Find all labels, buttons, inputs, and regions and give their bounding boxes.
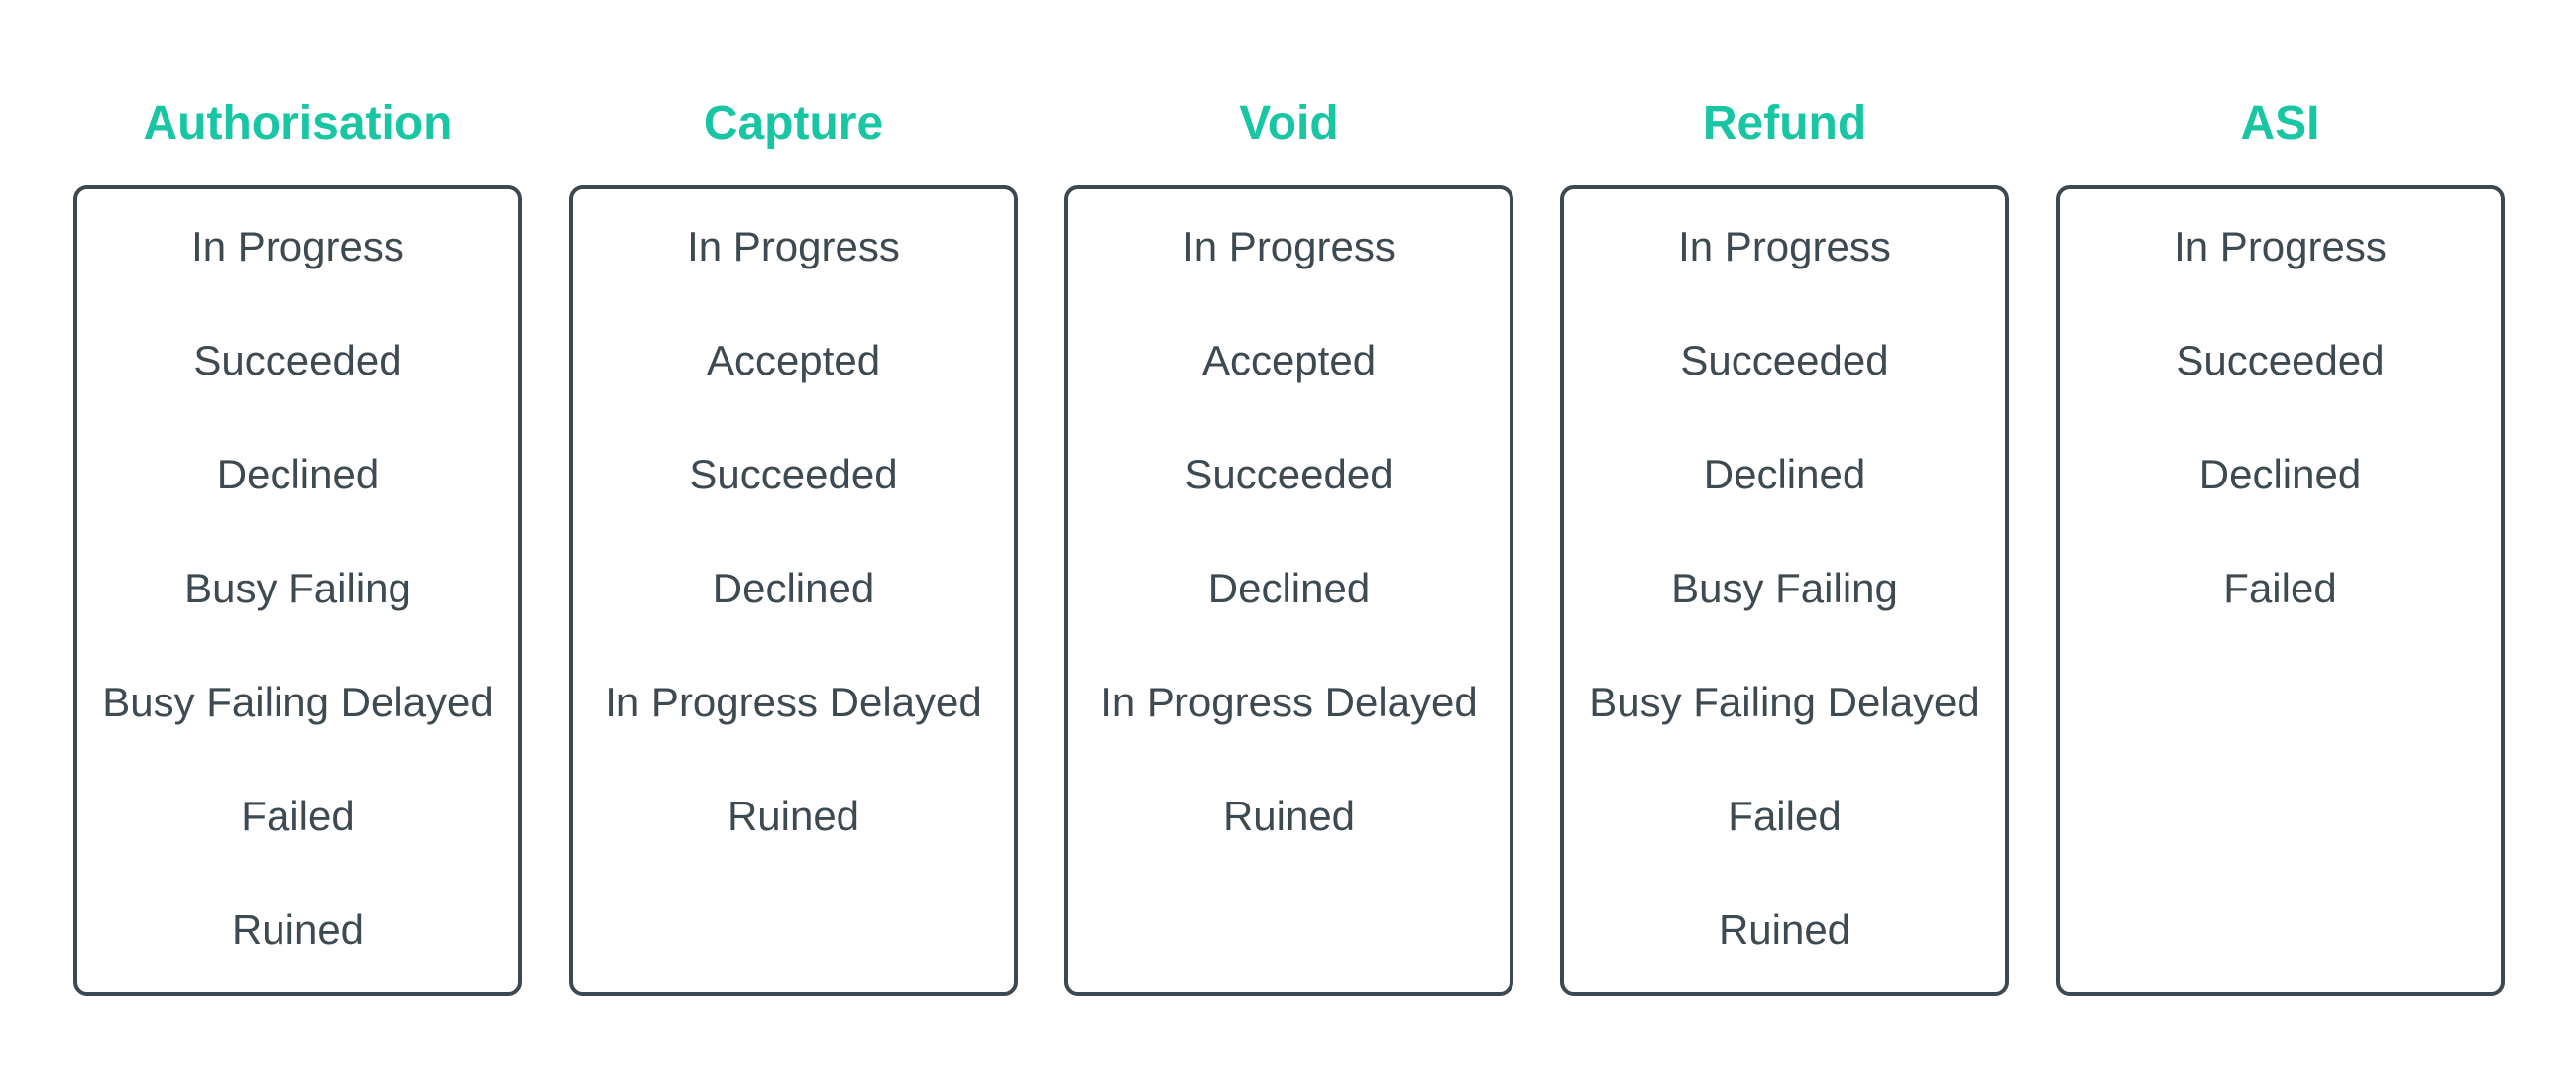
status-item: Failed	[1728, 792, 1842, 839]
column-capture: Capture In Progress Accepted Succeeded D…	[569, 0, 1018, 996]
status-item: Succeeded	[2176, 336, 2385, 383]
status-item: Succeeded	[1184, 450, 1394, 497]
status-box-capture: In Progress Accepted Succeeded Declined …	[569, 185, 1018, 996]
status-item: Ruined	[1718, 906, 1851, 953]
column-void: Void In Progress Accepted Succeeded Decl…	[1064, 0, 1513, 996]
status-item: In Progress Delayed	[1100, 678, 1478, 725]
status-item: Failed	[2223, 564, 2337, 611]
status-item: Busy Failing	[184, 564, 411, 611]
status-item: In Progress	[687, 222, 900, 269]
status-item: Ruined	[1222, 792, 1356, 839]
status-columns: Authorisation In Progress Succeeded Decl…	[73, 0, 2505, 996]
status-item: In Progress	[191, 222, 404, 269]
column-title-void: Void	[1239, 97, 1339, 150]
status-item: Accepted	[706, 336, 881, 383]
status-item: Succeeded	[689, 450, 898, 497]
status-item: In Progress Delayed	[605, 678, 982, 725]
column-asi: ASI In Progress Succeeded Declined Faile…	[2056, 0, 2505, 996]
status-box-void: In Progress Accepted Succeeded Declined …	[1064, 185, 1513, 996]
column-refund: Refund In Progress Succeeded Declined Bu…	[1560, 0, 2009, 996]
status-item: Ruined	[727, 792, 860, 839]
column-title-authorisation: Authorisation	[143, 97, 453, 150]
status-item: Failed	[241, 792, 355, 839]
status-item: In Progress	[1678, 222, 1891, 269]
status-item: Declined	[1207, 564, 1371, 611]
column-title-capture: Capture	[703, 97, 884, 150]
column-authorisation: Authorisation In Progress Succeeded Decl…	[73, 0, 522, 996]
status-item: Busy Failing Delayed	[102, 678, 494, 725]
column-title-refund: Refund	[1702, 97, 1867, 150]
status-item: Declined	[1703, 450, 1866, 497]
status-item: Declined	[2198, 450, 2362, 497]
status-box-refund: In Progress Succeeded Declined Busy Fail…	[1560, 185, 2009, 996]
status-item: In Progress	[1182, 222, 1396, 269]
status-box-asi: In Progress Succeeded Declined Failed	[2056, 185, 2505, 996]
status-box-authorisation: In Progress Succeeded Declined Busy Fail…	[73, 185, 522, 996]
status-item: Ruined	[231, 906, 365, 953]
status-item: Busy Failing	[1671, 564, 1898, 611]
status-item: Succeeded	[193, 336, 402, 383]
status-item: Declined	[216, 450, 380, 497]
status-item: Busy Failing Delayed	[1589, 678, 1980, 725]
status-item: Accepted	[1201, 336, 1377, 383]
column-title-asi: ASI	[2240, 97, 2320, 150]
status-item: Declined	[712, 564, 875, 611]
status-item: Succeeded	[1680, 336, 1889, 383]
status-item: In Progress	[2174, 222, 2387, 269]
